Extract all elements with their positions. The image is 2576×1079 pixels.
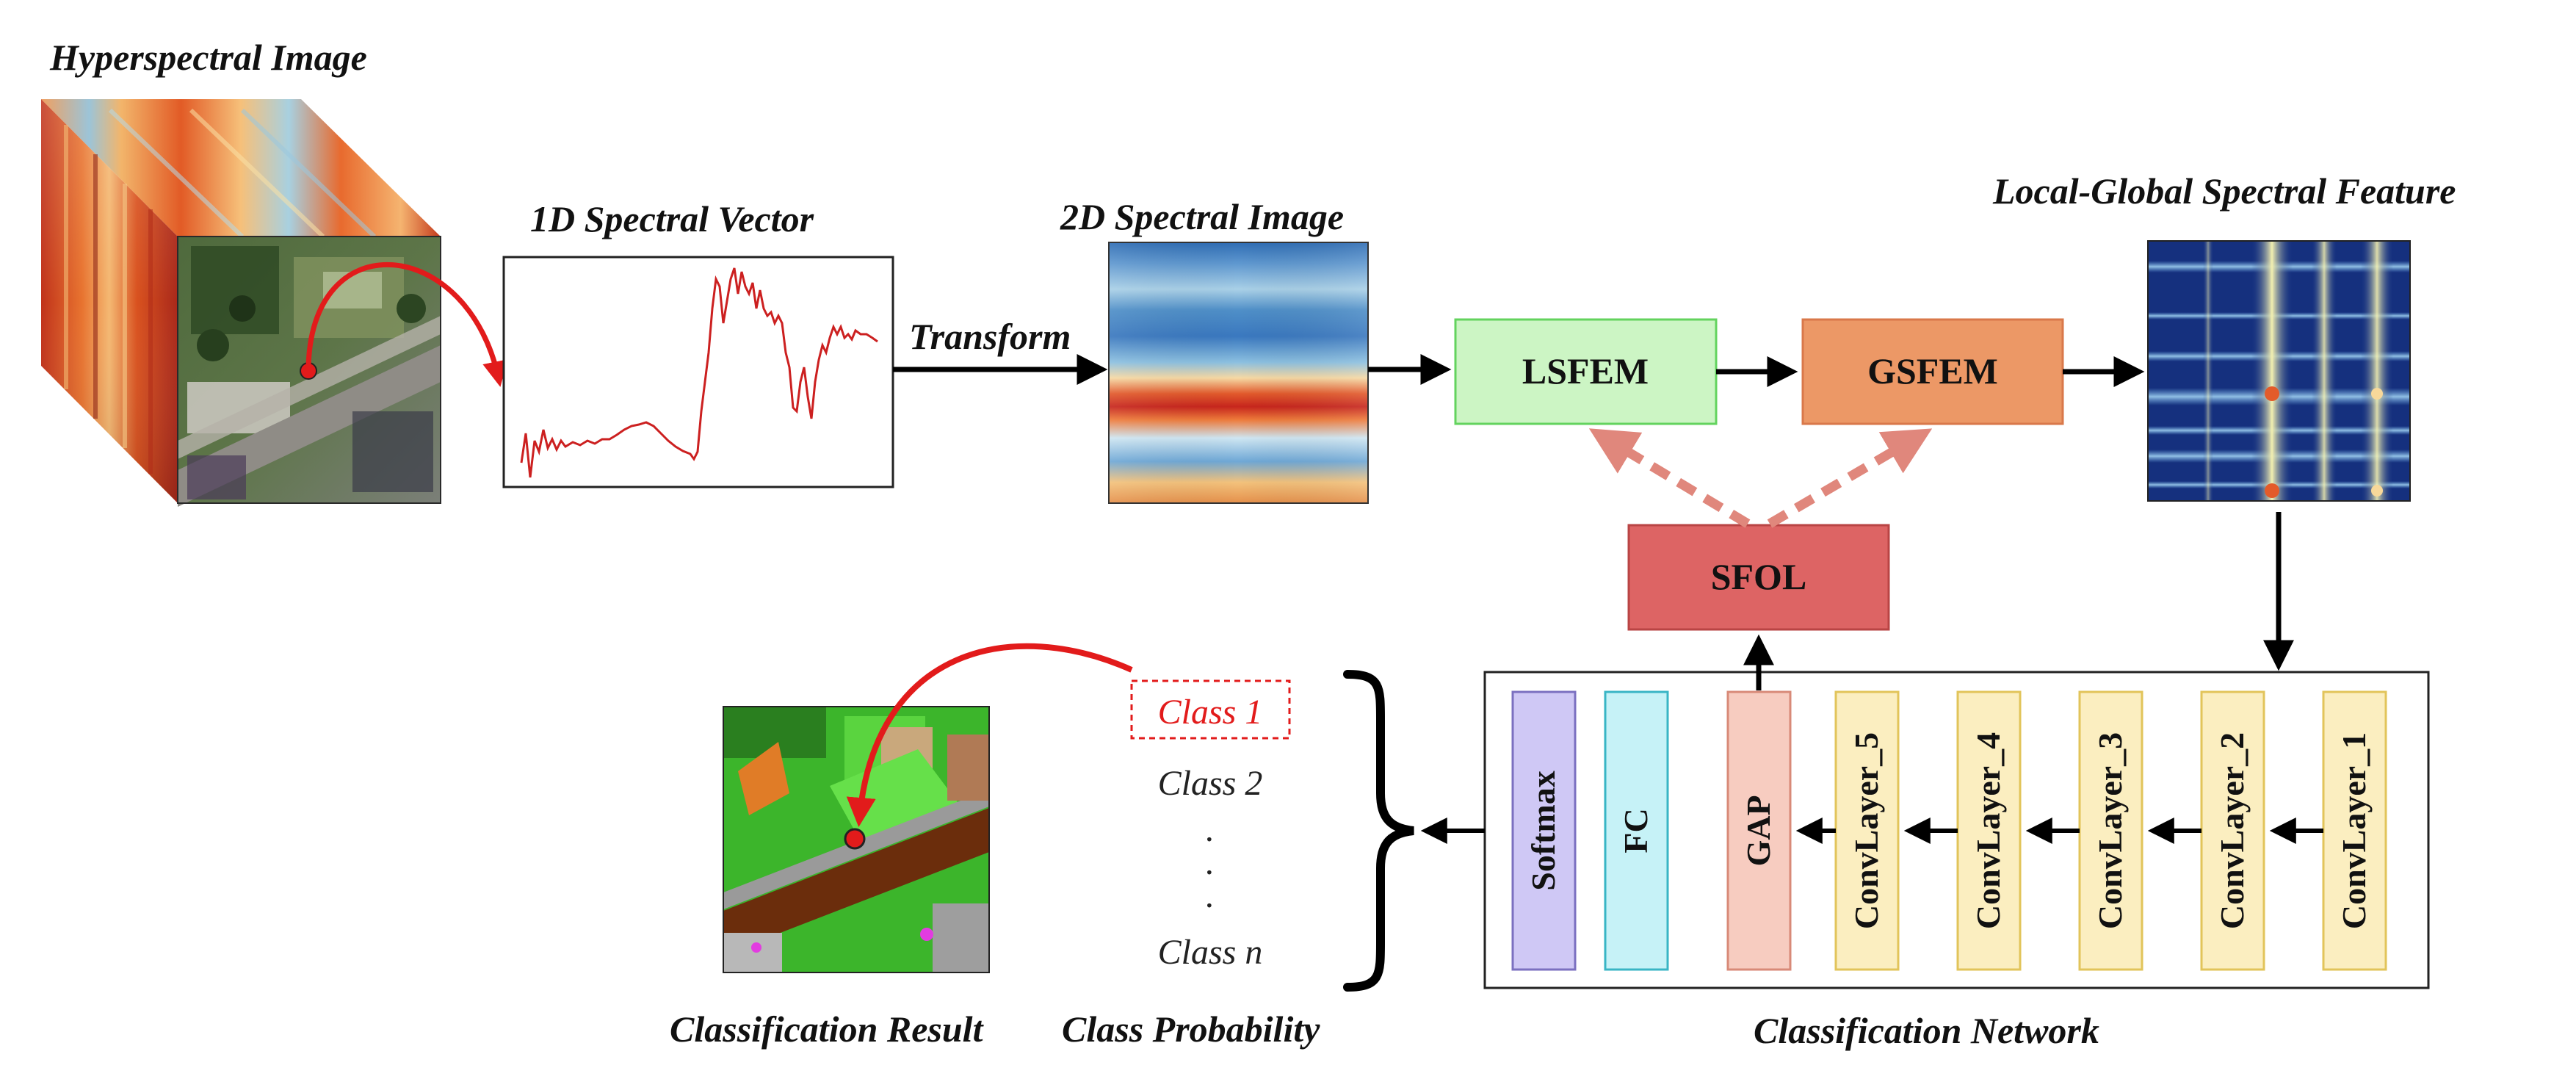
aerial-image — [178, 237, 441, 507]
softmax-layer: Softmax — [1511, 690, 1577, 971]
ellipsis-dot-1: . — [1206, 810, 1215, 849]
conv-layer-2-label: ConvLayer_2 — [2213, 732, 2251, 929]
spectral-image-title: 2D Spectral Image — [1060, 196, 1344, 237]
spectral-curve — [520, 267, 878, 478]
lsfem-module: LSFEM — [1454, 318, 1718, 425]
conv-layer-3-label: ConvLayer_3 — [2091, 732, 2129, 929]
sfol-module: SFOL — [1627, 524, 1890, 631]
ellipsis-dot-2: . — [1206, 843, 1215, 882]
predicted-pixel-marker — [844, 828, 866, 850]
gap-label: GAP — [1740, 795, 1777, 866]
sfol-to-gsfem-dashed-arrow — [1767, 428, 1933, 528]
class-2-label: Class 2 — [1158, 764, 1263, 803]
local-global-feature-title: Local-Global Spectral Feature — [1992, 170, 2456, 212]
conv-layer-4-label: ConvLayer_4 — [1969, 732, 2007, 929]
classification-result-map — [723, 706, 990, 973]
sfol-label: SFOL — [1711, 556, 1807, 597]
cube-left-shade — [41, 99, 178, 503]
classification-network-title: Classification Network — [1754, 1010, 2099, 1051]
fc-layer: FC — [1604, 690, 1669, 971]
conv-layer-5: ConvLayer_5 — [1834, 690, 1900, 971]
spectral-image — [1108, 242, 1369, 504]
sfol-to-lsfem-dashed-arrow — [1588, 428, 1751, 528]
fc-label: FC — [1617, 808, 1654, 853]
gsfem-module: GSFEM — [1801, 318, 2064, 425]
gap-layer: GAP — [1726, 690, 1792, 971]
spectral-vector-title: 1D Spectral Vector — [530, 198, 814, 239]
conv-layer-1: ConvLayer_1 — [2322, 690, 2387, 971]
class-to-map-arrow — [846, 643, 1133, 827]
transform-label: Transform — [909, 316, 1071, 357]
conv-layer-1-label: ConvLayer_1 — [2335, 732, 2373, 929]
class-1-highlight-box — [1130, 679, 1291, 740]
class-probability-title: Class Probability — [1062, 1008, 1320, 1050]
pixel-to-vector-arrow — [305, 262, 508, 387]
softmax-label: Softmax — [1524, 771, 1562, 891]
class-probability-brace — [1343, 670, 1414, 992]
conv-layer-3: ConvLayer_3 — [2078, 690, 2143, 971]
conv-layer-5-label: ConvLayer_5 — [1848, 732, 1885, 929]
cube-front-border — [177, 236, 441, 504]
classification-result-title: Classification Result — [670, 1008, 985, 1050]
ellipsis-dot-3: . — [1206, 876, 1215, 915]
conv-layer-4: ConvLayer_4 — [1956, 690, 2022, 971]
hyperspectral-cube — [41, 99, 441, 507]
local-global-feature-map — [2147, 240, 2411, 502]
lsfem-label: LSFEM — [1522, 350, 1649, 391]
cube-streaks — [64, 108, 377, 474]
class-n-label: Class n — [1158, 933, 1263, 972]
gsfem-label: GSFEM — [1867, 350, 1998, 391]
hyperspectral-image-title: Hyperspectral Image — [49, 37, 367, 78]
conv-layer-2: ConvLayer_2 — [2200, 690, 2265, 971]
class-1-label: Class 1 — [1158, 693, 1263, 732]
